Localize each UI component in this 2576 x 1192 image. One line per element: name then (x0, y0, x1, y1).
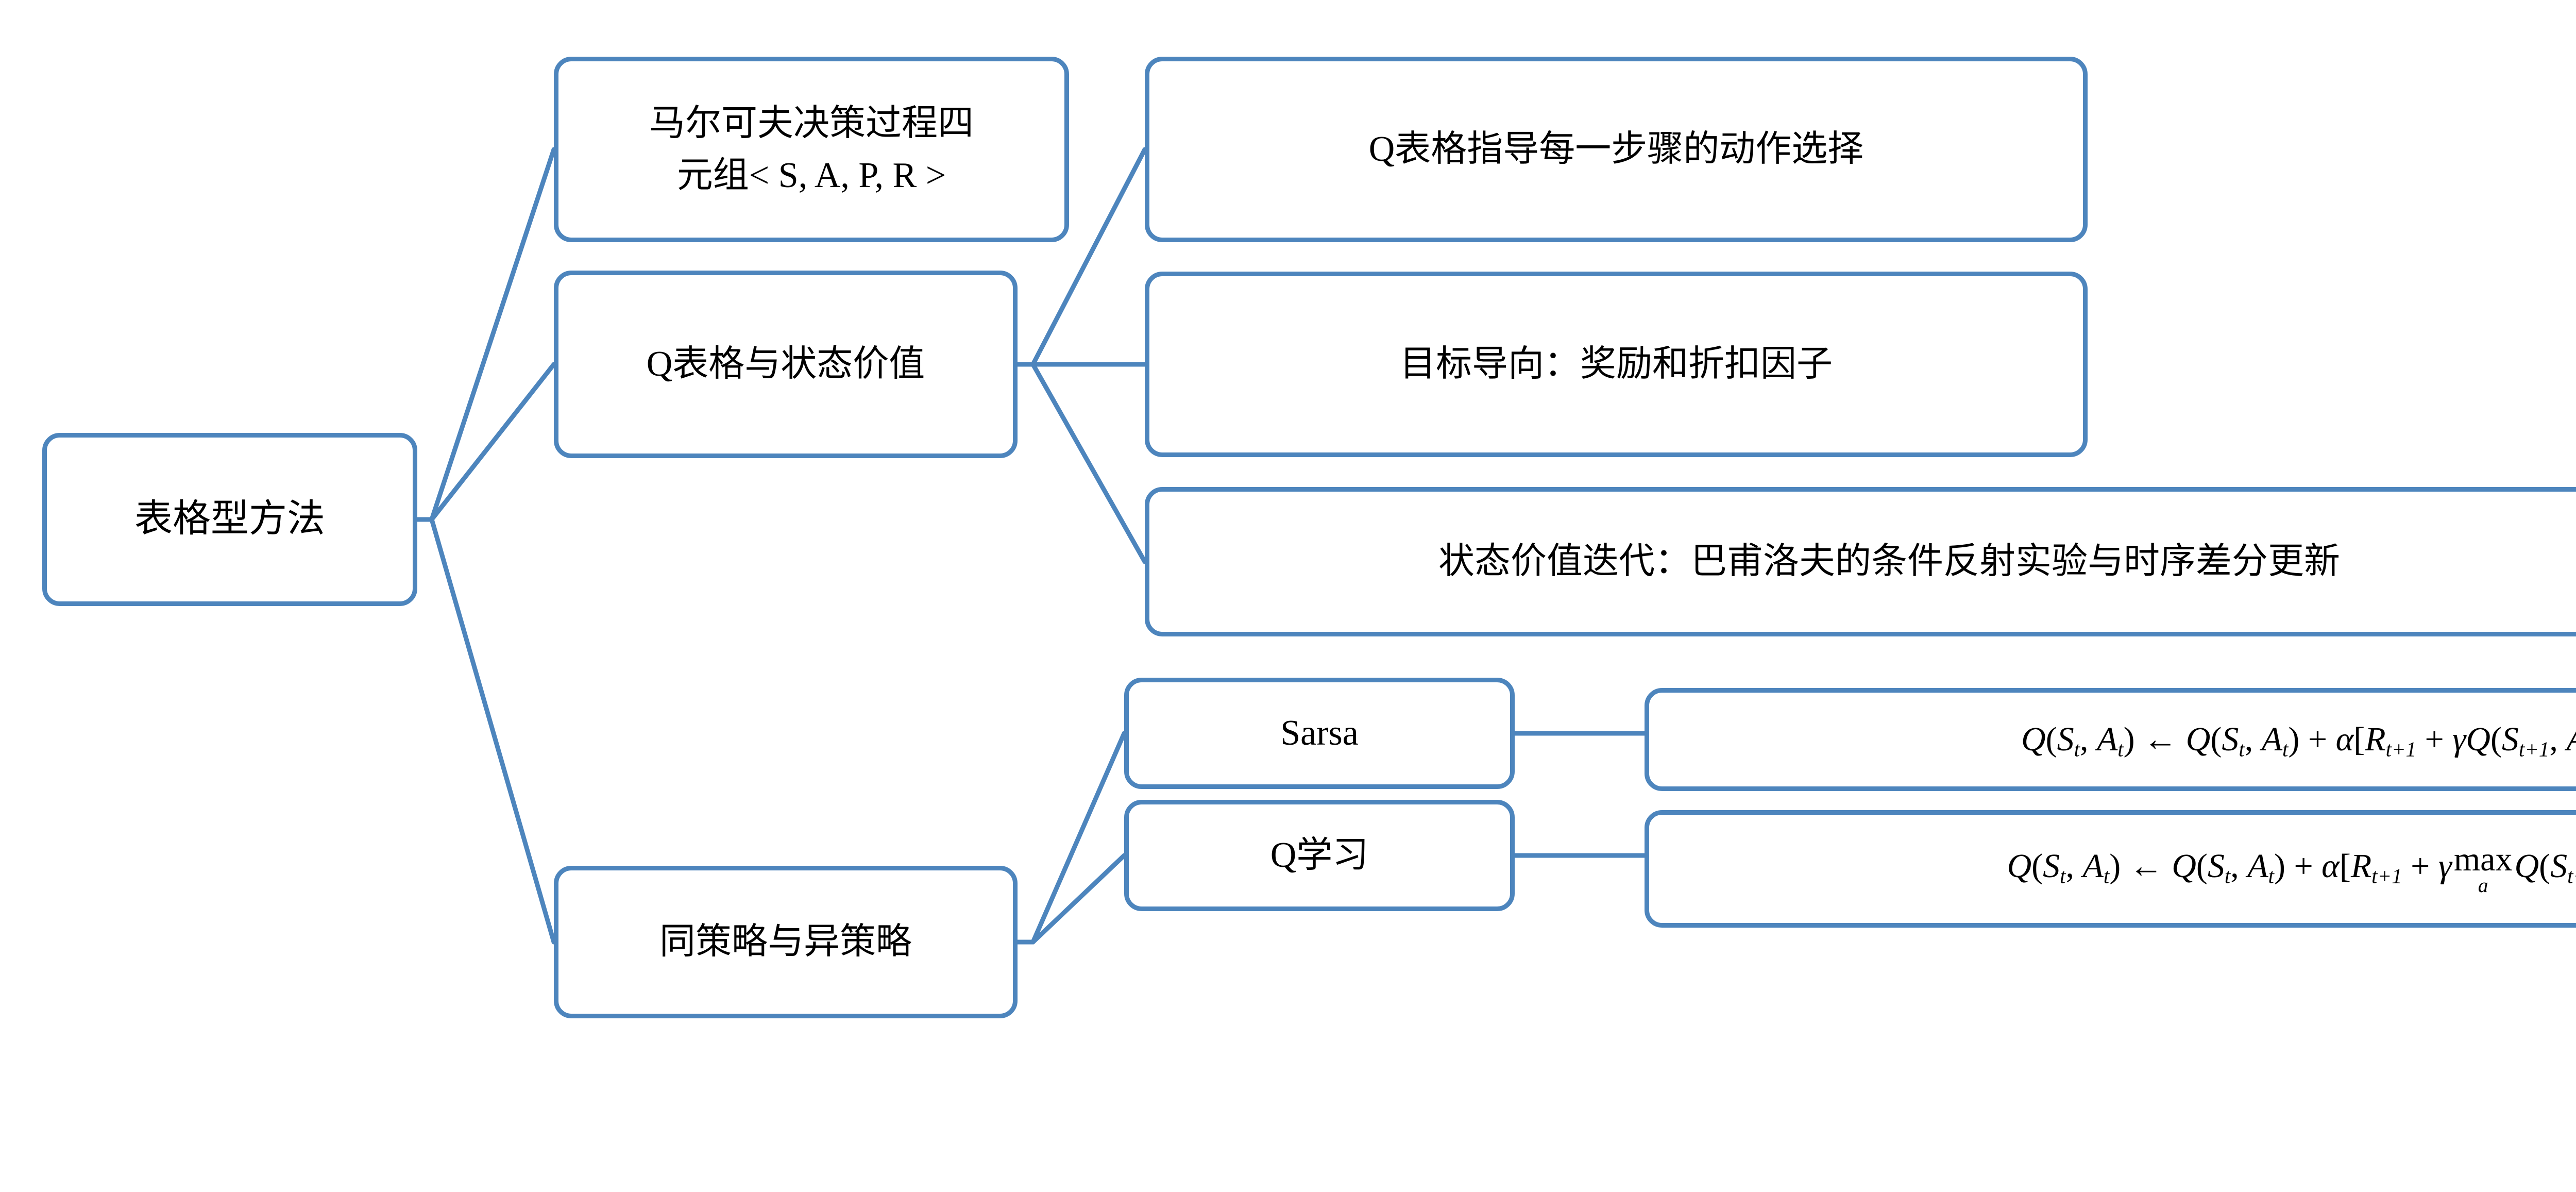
connector-qtable-to-c1 (1030, 147, 1147, 367)
sarsa-sub-t6: t+1 (2518, 737, 2550, 761)
sarsa-q2: Q (2185, 720, 2211, 758)
mdp-label-line1: 马尔可夫决策过程四 (649, 103, 974, 143)
ql-q2: Q (2172, 847, 2196, 885)
mdp-label-line2: 元组< S, A, P, R > (676, 156, 946, 195)
ql-r: R (2350, 847, 2372, 885)
sarsa-sub-t1: t (2074, 737, 2080, 761)
sarsa-sub-t5: t+1 (2385, 737, 2417, 761)
connector-policy-to-qlearning (1030, 853, 1127, 945)
ql-max-subscript: a (2478, 874, 2488, 897)
ql-s3: S (2550, 847, 2568, 885)
ql-alpha: α (2321, 847, 2340, 885)
branch-node-mdp[interactable]: 马尔可夫决策过程四 元组< S, A, P, R > (554, 57, 1069, 242)
leaf-node-sarsa[interactable]: Sarsa (1124, 678, 1515, 789)
leaf-node-goal-oriented-label: 目标导向：奖励和折扣因子 (1400, 344, 1833, 384)
ql-plus2: + (2411, 847, 2430, 885)
sarsa-a1: A (2096, 720, 2118, 758)
sarsa-a3: A (2566, 720, 2576, 758)
ql-q3: Q (2514, 847, 2539, 885)
ql-sub-t5: t+1 (2371, 864, 2402, 888)
formula-sarsa-expression: Q(St, At) ← Q(St, At) + α[Rt+1 + γQ(St+1… (1649, 715, 2576, 765)
leaf-node-sarsa-label: Sarsa (1280, 713, 1359, 753)
ql-q1: Q (2007, 847, 2032, 885)
sarsa-sub-t3: t (2239, 737, 2245, 761)
sarsa-lbracket: [ (2353, 720, 2365, 758)
ql-arrow: ← (2129, 847, 2163, 885)
sarsa-q1: Q (2021, 720, 2046, 758)
sarsa-q3: Q (2466, 720, 2490, 758)
connector-root-to-policy (429, 517, 556, 945)
connector-qtable-to-c3 (1030, 362, 1147, 564)
ql-max-label: max (2453, 841, 2513, 879)
ql-sub-t1: t (2060, 864, 2066, 888)
sarsa-s1: S (2057, 720, 2074, 758)
sarsa-s2: S (2222, 720, 2239, 758)
sarsa-r: R (2365, 720, 2386, 758)
leaf-node-state-value-iteration-label: 状态价值迭代：巴甫洛夫的条件反射实验与时序差分更新 (1438, 542, 2340, 582)
ql-sub-t6: t+1 (2567, 864, 2576, 888)
leaf-node-q-learning[interactable]: Q学习 (1124, 800, 1515, 911)
sarsa-sub-t4: t (2282, 737, 2289, 761)
leaf-node-q-learning-label: Q学习 (1270, 835, 1369, 876)
branch-node-mdp-label: 马尔可夫决策过程四 元组< S, A, P, R > (558, 97, 1064, 202)
leaf-node-goal-oriented[interactable]: 目标导向：奖励和折扣因子 (1145, 272, 2088, 457)
ql-lbracket: [ (2339, 847, 2351, 885)
ql-sub-t3: t (2224, 864, 2231, 888)
ql-plus1: + (2294, 847, 2313, 885)
sarsa-a2: A (2261, 720, 2283, 758)
sarsa-alpha: α (2335, 720, 2354, 758)
connector-root-to-mdp (429, 147, 556, 522)
ql-a2: A (2247, 847, 2268, 885)
ql-sub-t4: t (2268, 864, 2274, 888)
sarsa-arrow: ← (2143, 720, 2178, 758)
sarsa-sub-t2: t (2117, 737, 2124, 761)
root-node[interactable]: 表格型方法 (42, 433, 417, 606)
branch-node-on-off-policy[interactable]: 同策略与异策略 (554, 866, 1018, 1018)
ql-gamma: γ (2438, 847, 2452, 885)
sarsa-plus1: + (2308, 720, 2328, 758)
ql-a1: A (2082, 847, 2104, 885)
ql-sub-t2: t (2103, 864, 2110, 888)
branch-node-on-off-policy-label: 同策略与异策略 (659, 922, 912, 962)
leaf-node-state-value-iteration[interactable]: 状态价值迭代：巴甫洛夫的条件反射实验与时序差分更新 (1145, 487, 2576, 636)
leaf-node-q-table-action[interactable]: Q表格指导每一步骤的动作选择 (1145, 57, 2088, 242)
formula-node-sarsa[interactable]: Q(St, At) ← Q(St, At) + α[Rt+1 + γQ(St+1… (1645, 688, 2576, 791)
sarsa-plus2: + (2425, 720, 2444, 758)
branch-node-q-table-state-value-label: Q表格与状态价值 (646, 344, 925, 384)
ql-s2: S (2207, 847, 2225, 885)
sarsa-gamma: γ (2452, 720, 2466, 758)
connector-root-to-qtable (429, 362, 556, 522)
sarsa-s3: S (2501, 720, 2519, 758)
root-node-label: 表格型方法 (134, 498, 325, 541)
leaf-node-q-table-action-label: Q表格指导每一步骤的动作选择 (1368, 129, 1864, 170)
ql-s1: S (2043, 847, 2060, 885)
connector-policy-to-sarsa (1030, 731, 1127, 945)
branch-node-q-table-state-value[interactable]: Q表格与状态价值 (554, 271, 1018, 458)
